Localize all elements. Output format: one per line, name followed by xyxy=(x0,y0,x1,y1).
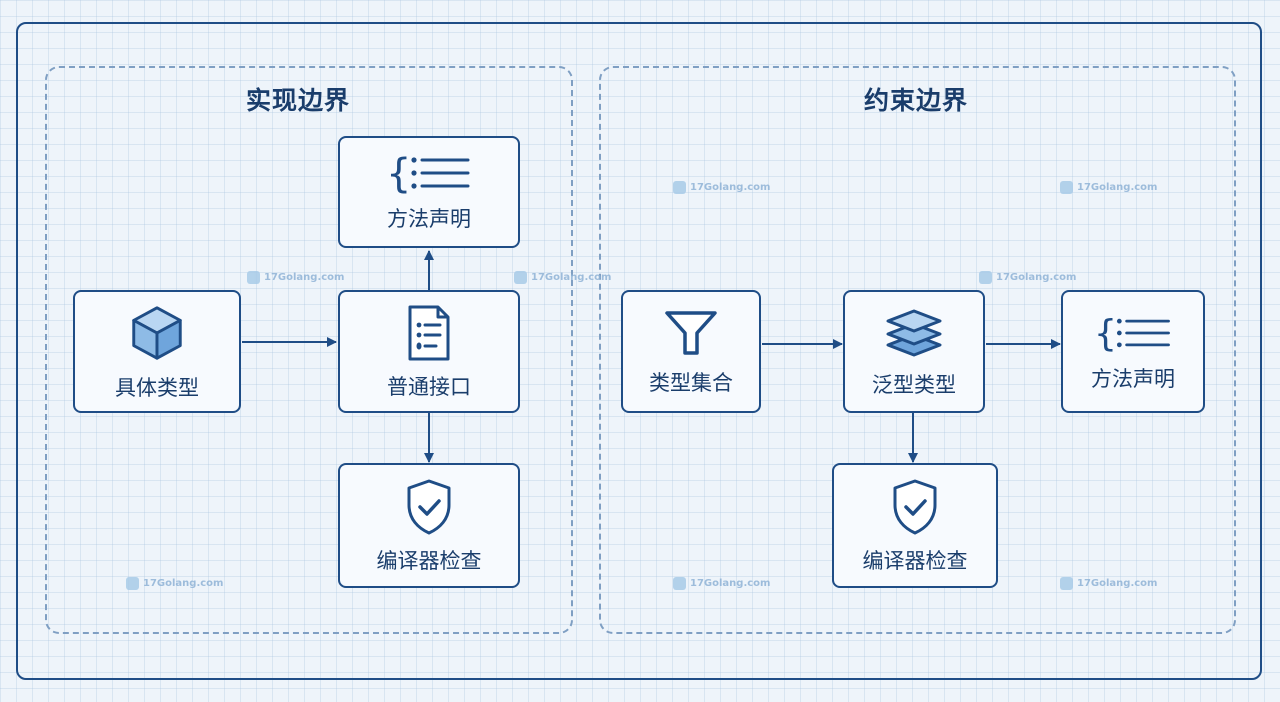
shield-check-icon xyxy=(893,479,937,534)
watermark-logo-icon xyxy=(673,181,686,194)
watermark-logo-icon xyxy=(673,577,686,590)
constraint-boundary-panel xyxy=(599,66,1236,634)
node-label: 编译器检查 xyxy=(376,548,482,573)
node-label: 类型集合 xyxy=(649,370,733,395)
svg-text:{: { xyxy=(386,151,411,195)
node-concrete-type: 具体类型 xyxy=(73,290,241,413)
node-label: 普通接口 xyxy=(387,374,471,399)
watermark: 17Golang.com xyxy=(1060,181,1157,194)
node-method-declaration: { 方法声明 xyxy=(338,136,520,248)
watermark: 17Golang.com xyxy=(126,577,223,590)
watermark-logo-icon xyxy=(1060,181,1073,194)
node-plain-interface: 普通接口 xyxy=(338,290,520,413)
node-label: 具体类型 xyxy=(115,375,199,400)
svg-text:{: { xyxy=(1094,311,1117,354)
node-label: 方法声明 xyxy=(387,207,471,231)
implementation-boundary-title: 实现边界 xyxy=(245,86,351,115)
watermark-logo-icon xyxy=(247,271,260,284)
watermark-logo-icon xyxy=(979,271,992,284)
watermark: 17Golang.com xyxy=(673,577,770,590)
watermark: 17Golang.com xyxy=(1060,577,1157,590)
watermark-logo-icon xyxy=(1060,577,1073,590)
shield-check-icon xyxy=(407,479,451,534)
document-list-icon xyxy=(408,305,450,360)
watermark-logo-icon xyxy=(126,577,139,590)
node-label: 泛型类型 xyxy=(872,372,956,397)
node-label: 方法声明 xyxy=(1091,366,1175,391)
brace-list-icon: { xyxy=(1094,311,1170,354)
node-compiler-check: 编译器检查 xyxy=(832,463,998,588)
brace-list-icon: { xyxy=(386,151,470,195)
funnel-icon xyxy=(665,310,717,355)
node-method-declaration: { 方法声明 xyxy=(1061,290,1205,413)
node-compiler-check: 编译器检查 xyxy=(338,463,520,588)
node-generic-type: 泛型类型 xyxy=(843,290,985,413)
node-type-set: 类型集合 xyxy=(621,290,761,413)
layers-icon xyxy=(886,309,942,356)
watermark-logo-icon xyxy=(514,271,527,284)
constraint-boundary-title: 约束边界 xyxy=(863,86,969,115)
watermark: 17Golang.com xyxy=(673,181,770,194)
watermark: 17Golang.com xyxy=(979,271,1076,284)
watermark: 17Golang.com xyxy=(514,271,611,284)
node-label: 编译器检查 xyxy=(862,548,968,573)
outer-frame xyxy=(16,22,1262,680)
watermark: 17Golang.com xyxy=(247,271,344,284)
implementation-boundary-panel xyxy=(45,66,573,634)
cube-icon xyxy=(132,305,182,360)
